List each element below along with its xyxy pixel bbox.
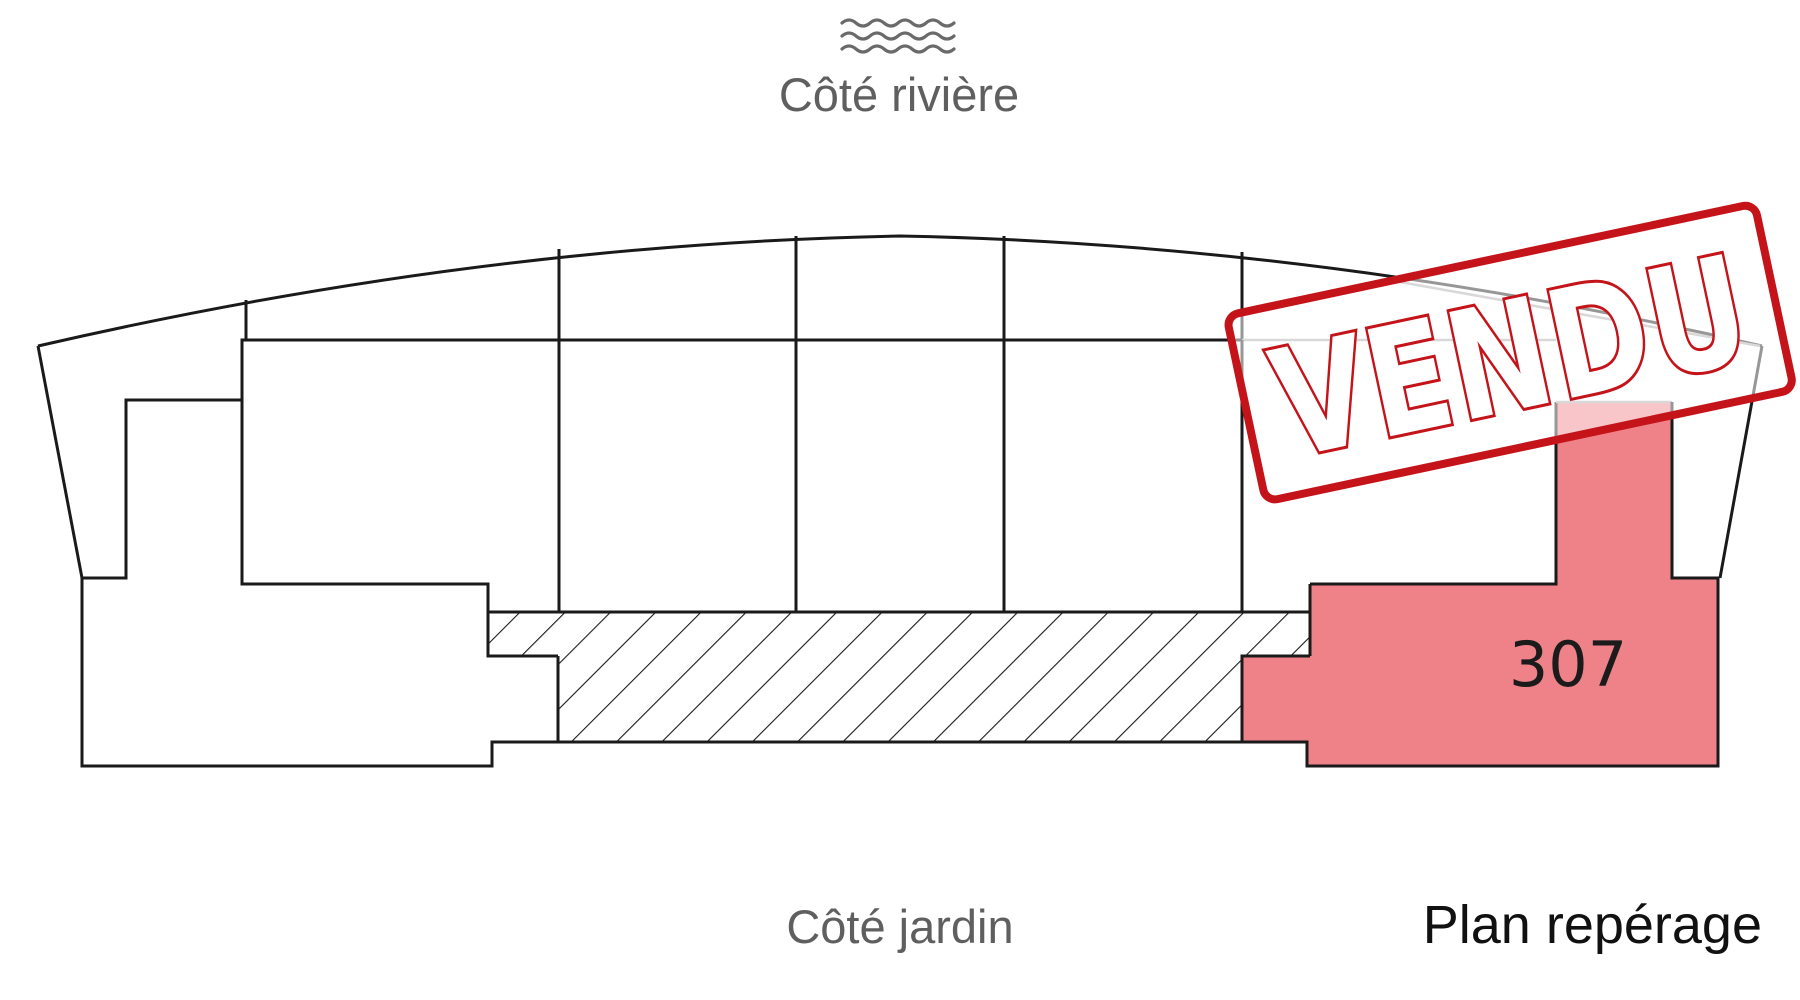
sold-stamp-frame bbox=[1224, 201, 1796, 504]
garden-side-label: Côté jardin bbox=[786, 900, 1013, 953]
river-side-label: Côté rivière bbox=[779, 68, 1019, 121]
plan-title: Plan repérage bbox=[1423, 895, 1762, 955]
hatched-corridor bbox=[488, 612, 1310, 742]
facade-left-edge bbox=[36, 345, 84, 579]
waves-icon bbox=[840, 18, 956, 54]
unit-number-label: 307 bbox=[1509, 628, 1627, 701]
sold-stamp: VENDU bbox=[1224, 201, 1796, 504]
